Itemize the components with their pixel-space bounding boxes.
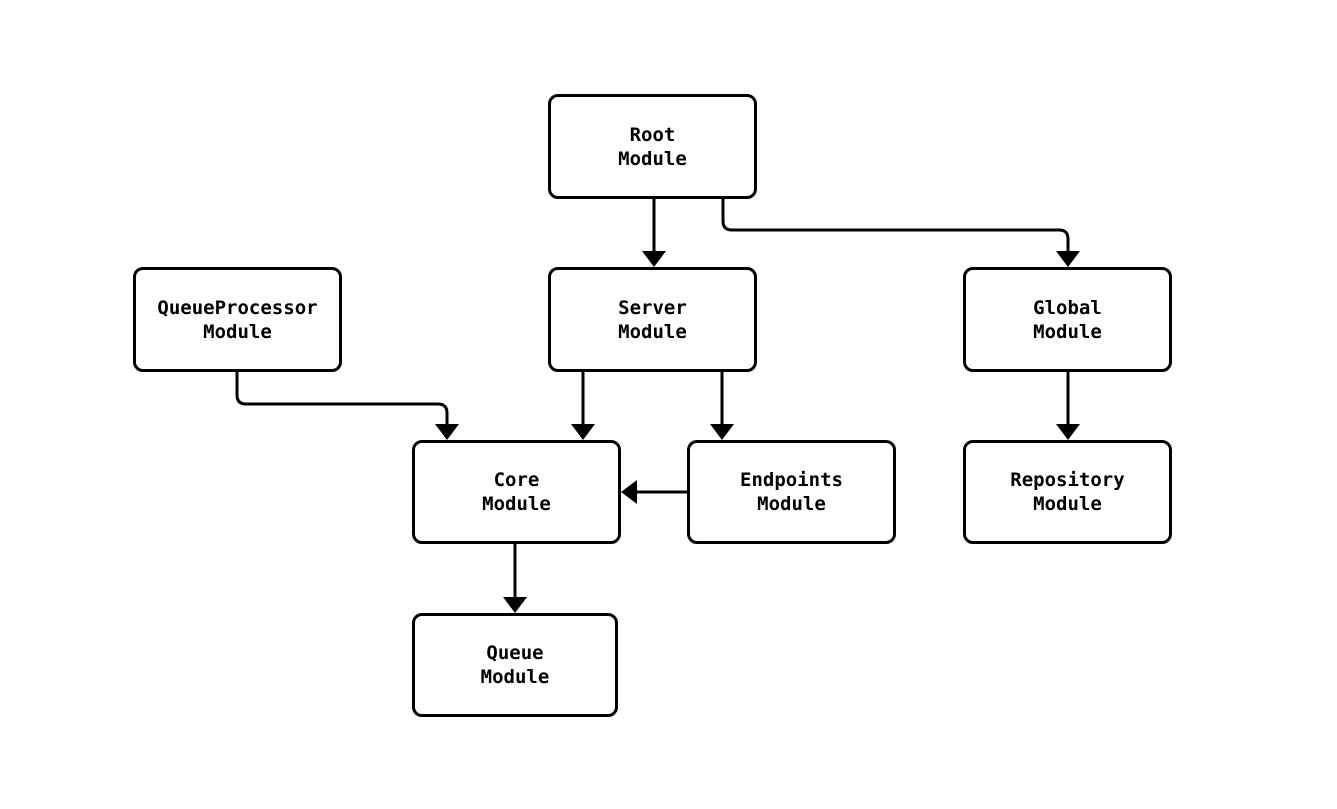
arrowhead-server-to-endpoints (710, 424, 734, 440)
node-label-line: Root (629, 123, 676, 146)
arrowhead-server-to-core (571, 424, 595, 440)
arrowhead-root-to-server (642, 251, 666, 267)
node-label-line: Module (757, 493, 826, 515)
edge-queueprocessor-to-core (235, 372, 449, 426)
arrowhead-core-to-queue (503, 597, 527, 613)
node-label-line: Queue (486, 642, 544, 664)
node-label-line: Server (618, 296, 687, 319)
node-label-line: QueueProcessor (157, 296, 318, 319)
node-label-line: Module (618, 320, 687, 343)
arrowhead-queueprocessor-to-core (435, 424, 459, 440)
arrowhead-root-to-global (1056, 251, 1080, 267)
node-label-line: Module (203, 320, 272, 343)
node-label-line: Endpoints (740, 469, 843, 491)
node-label-line: Module (1033, 493, 1102, 515)
node-label-line: Module (1033, 320, 1102, 343)
edge-root-to-global (721, 199, 1070, 253)
node-label-line: Repository (1010, 469, 1125, 491)
node-label-line: Global (1033, 296, 1102, 319)
arrowhead-endpoints-to-core (621, 480, 637, 504)
node-label-line: Module (480, 666, 550, 688)
node-label-line: Core (493, 469, 540, 491)
node-label-line: Module (618, 147, 687, 170)
node-label-line: Module (482, 493, 551, 515)
arrowhead-global-to-repository (1056, 424, 1080, 440)
